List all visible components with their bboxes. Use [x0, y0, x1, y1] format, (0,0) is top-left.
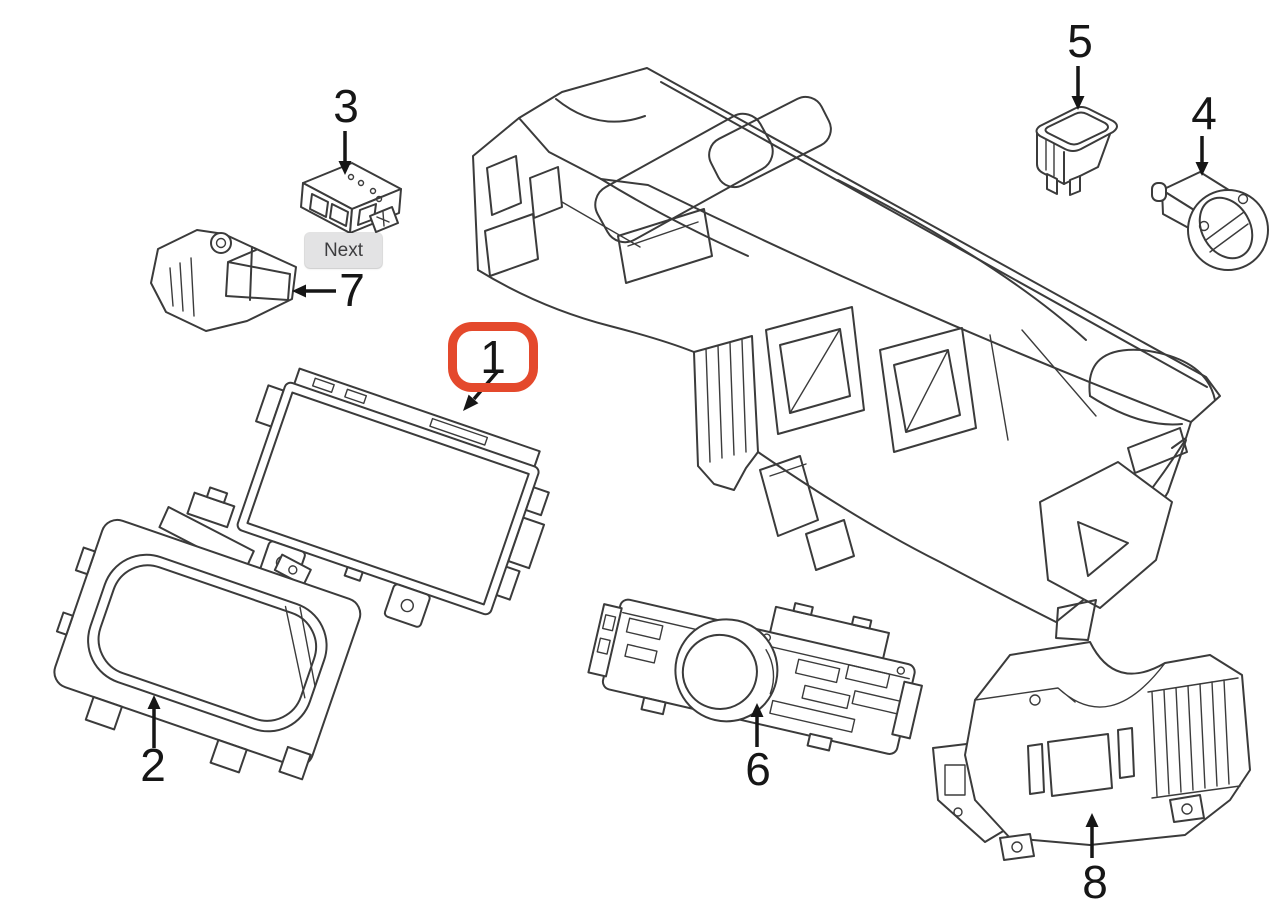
part-6-control-unit: [587, 598, 923, 755]
glovebox-outline: [1088, 348, 1216, 401]
callout-label-3[interactable]: 3: [333, 80, 359, 132]
callout-label-1[interactable]: 1: [480, 331, 506, 383]
defroster-vent-right: [708, 95, 832, 189]
next-tooltip[interactable]: Next: [305, 233, 382, 268]
callout-arrow-6: [750, 703, 764, 747]
part-7-sensor: [150, 229, 297, 332]
rotary-knob: [674, 618, 779, 723]
callout-label-5[interactable]: 5: [1067, 15, 1093, 67]
part-8-module: [932, 641, 1251, 861]
callout-label-8[interactable]: 8: [1082, 856, 1108, 908]
callout-label-7[interactable]: 7: [339, 264, 365, 316]
callout-arrows: [147, 66, 1209, 858]
callout-label-6[interactable]: 6: [745, 743, 771, 795]
part-4-socket: [1151, 171, 1269, 271]
part-3-switch-strip: [300, 162, 402, 234]
dashboard-top-pad: [518, 67, 1221, 423]
callout-arrow-4: [1195, 136, 1209, 176]
callout-label-2[interactable]: 2: [140, 739, 166, 791]
callout-arrow-2: [147, 695, 161, 748]
callout-arrow-8: [1085, 813, 1099, 858]
dashboard-illustration: [472, 67, 1221, 641]
callout-arrow-3: [338, 131, 352, 175]
part-1-display-panel: [236, 367, 550, 628]
part-2-cluster-bezel: [53, 486, 362, 781]
defroster-vent-left: [594, 112, 774, 244]
callout-arrow-5: [1071, 66, 1085, 110]
callout-arrow-7: [292, 284, 336, 298]
callout-label-4[interactable]: 4: [1191, 87, 1217, 139]
part-5-switch: [1035, 106, 1118, 196]
